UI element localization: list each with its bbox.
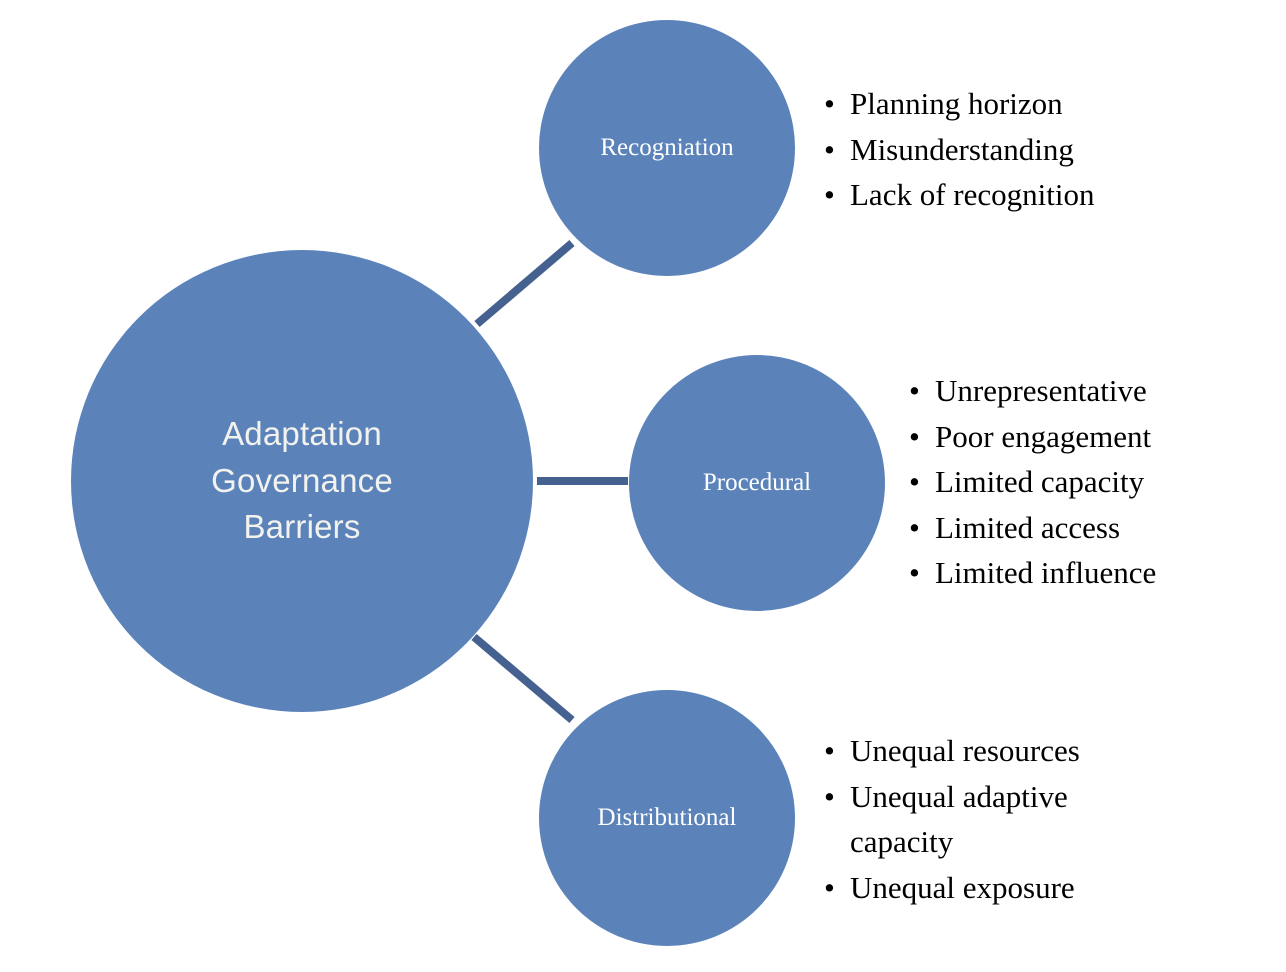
branch-label-distributional: Distributional (597, 804, 737, 831)
hub-node-adaptation-governance-barriers[interactable]: Adaptation Governance Barriers (71, 250, 533, 712)
list-item: Limited capacity (905, 459, 1235, 505)
list-item: Planning horizon (820, 81, 1220, 127)
list-item: Lack of recognition (820, 172, 1220, 218)
list-item: Limited influence (905, 550, 1235, 596)
bullet-list-recogniation: Planning horizon Misunderstanding Lack o… (820, 81, 1220, 218)
branch-node-procedural[interactable]: Procedural (629, 355, 885, 611)
list-item: Poor engagement (905, 414, 1235, 460)
list-item: Unequal resources (820, 728, 1170, 774)
bullet-list-procedural: Unrepresentative Poor engagement Limited… (905, 368, 1235, 596)
list-item: Limited access (905, 505, 1235, 551)
branch-label-procedural: Procedural (702, 469, 812, 496)
branch-label-recogniation: Recogniation (600, 134, 734, 161)
hub-label: Adaptation Governance Barriers (211, 414, 393, 546)
connector-hub-to-recogniation (474, 239, 575, 328)
list-item: Unequal adaptive capacity (820, 774, 1170, 865)
bullet-list-distributional: Unequal resources Unequal adaptive capac… (820, 728, 1170, 910)
connector-hub-to-distributional (471, 633, 575, 724)
branch-node-recogniation[interactable]: Recogniation (539, 20, 795, 276)
list-item: Unrepresentative (905, 368, 1235, 414)
list-item: Unequal exposure (820, 865, 1170, 911)
branch-node-distributional[interactable]: Distributional (539, 690, 795, 946)
list-item: Misunderstanding (820, 127, 1220, 173)
